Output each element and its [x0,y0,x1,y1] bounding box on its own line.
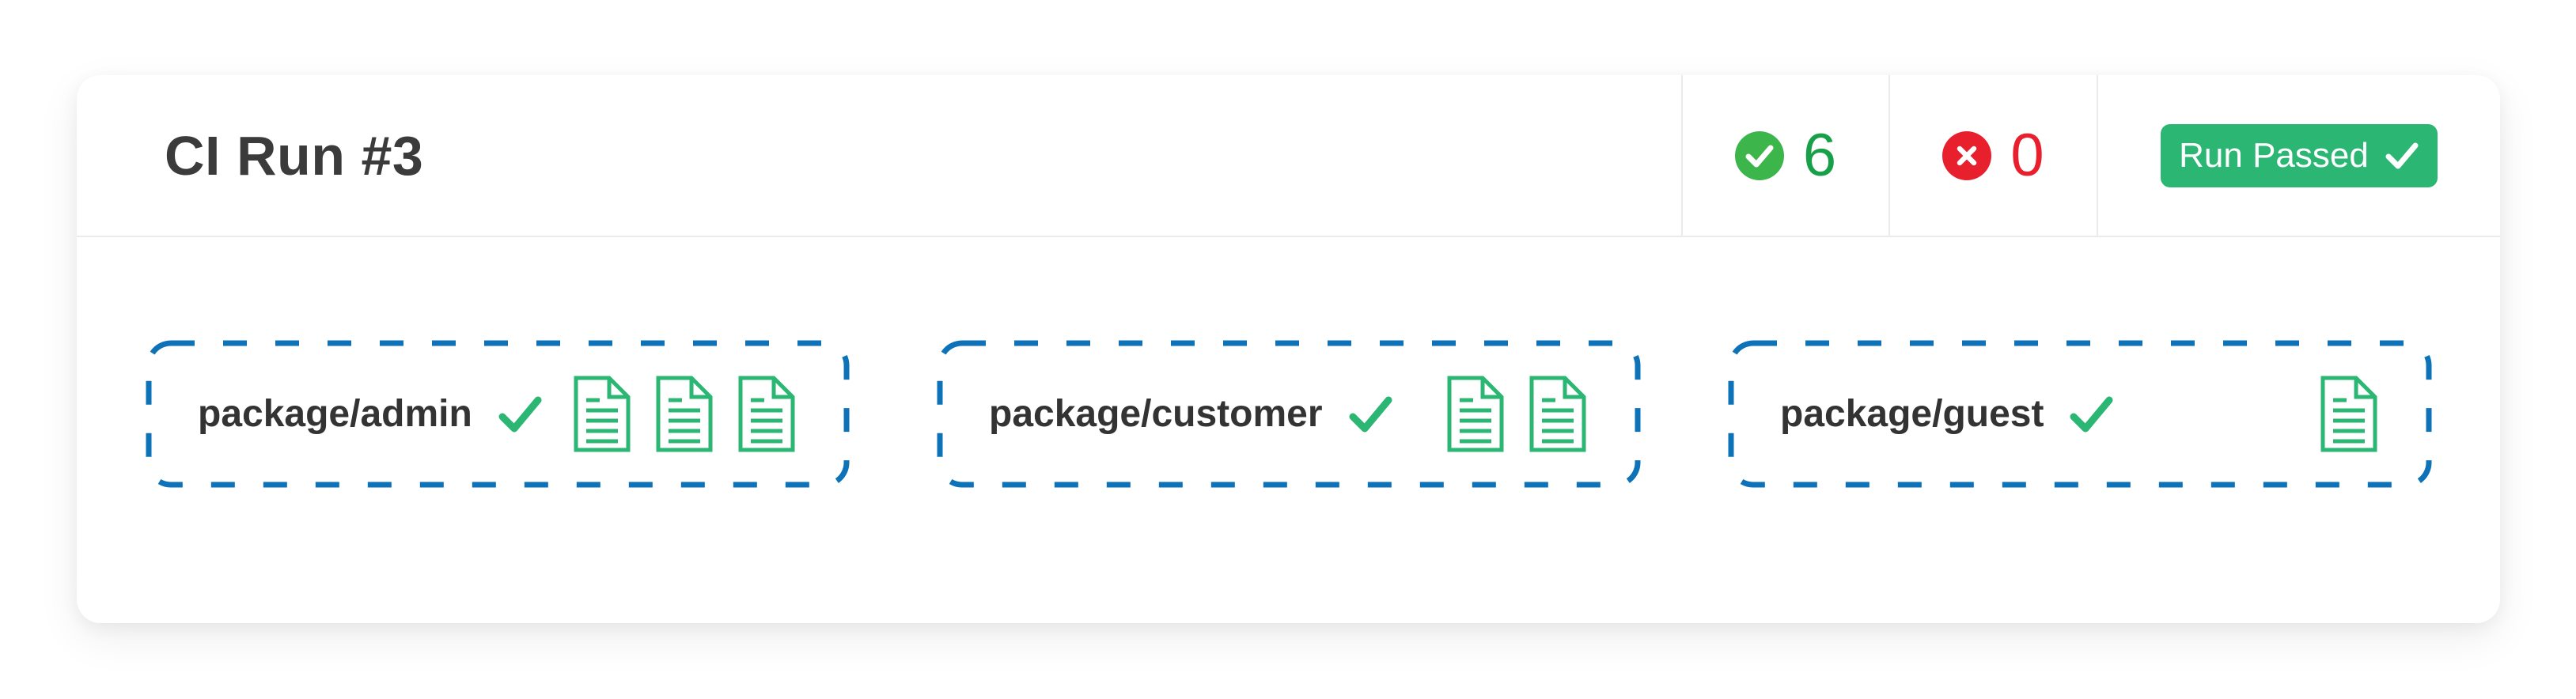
title-cell: CI Run #3 [77,75,1681,236]
document-icon[interactable] [2318,376,2380,452]
document-icon[interactable] [1445,376,1506,452]
package-box[interactable]: package/admin [146,340,850,488]
document-icon[interactable] [736,376,797,452]
package-label-group: package/guest [1780,392,2113,436]
check-circle-icon [1734,130,1784,180]
check-icon [2069,395,2113,434]
failed-count: 0 [2010,121,2044,189]
ci-run-card: CI Run #3 6 0 Run Passed [77,75,2500,623]
package-label-group: package/admin [198,392,542,436]
check-icon [498,395,542,434]
document-icon[interactable] [1527,376,1589,452]
document-icon[interactable] [571,376,633,452]
package-name: package/admin [198,393,472,435]
package-box[interactable]: package/guest [1728,340,2432,488]
run-passed-button[interactable]: Run Passed [2161,123,2438,187]
passed-stat-cell: 6 [1681,75,1888,236]
x-circle-icon [1942,130,1992,180]
package-label-group: package/customer [989,392,1392,436]
package-docs [2318,376,2380,452]
check-icon [2385,141,2419,171]
package-docs [1445,376,1589,452]
document-icon[interactable] [653,376,715,452]
action-cell: Run Passed [2097,75,2500,236]
run-passed-button-label: Run Passed [2179,135,2369,175]
package-name: package/guest [1780,393,2044,435]
check-icon [1348,395,1392,434]
package-name: package/customer [989,393,1323,435]
card-header: CI Run #3 6 0 Run Passed [77,75,2500,237]
passed-count: 6 [1802,121,1837,189]
page-title: CI Run #3 [165,124,424,187]
package-row: package/admin [77,237,2500,488]
package-docs [571,376,797,452]
package-box[interactable]: package/customer [937,340,1641,488]
failed-stat-cell: 0 [1888,75,2097,236]
